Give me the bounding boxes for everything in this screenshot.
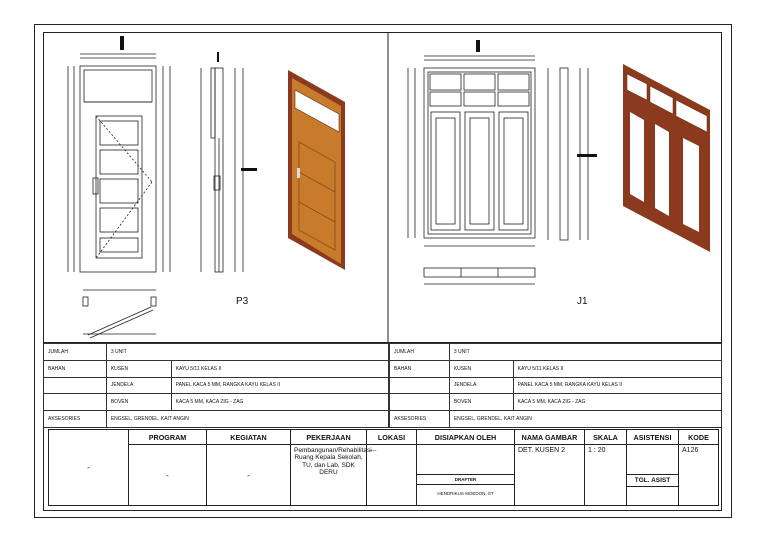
spec-sub-label: BOVEN	[448, 393, 514, 412]
title-block-left-cell: -	[48, 429, 129, 506]
tgl-asist-cell: TGL. ASIST	[626, 474, 679, 506]
sheet-outer-frame	[34, 24, 732, 518]
spec-label: BAHAN	[389, 359, 450, 378]
nama-gambar-value: DET. KUSEN 2	[514, 444, 585, 506]
drawing-label-j1: J1	[577, 296, 588, 307]
spec-label	[43, 376, 107, 395]
drawing-label-p3: P3	[236, 296, 249, 307]
kode-value: A126	[678, 444, 719, 506]
spec-value: KAYU 5/11 KELAS II	[170, 359, 390, 378]
spec-label: AKSESORIES	[43, 410, 107, 428]
program-value: -	[128, 444, 207, 506]
door-handle-icon	[92, 177, 99, 195]
spec-label	[43, 393, 107, 412]
door-p3-elevation	[67, 53, 171, 273]
spec-sub-label: JENDELA	[105, 376, 172, 395]
drawing-area: P3	[67, 32, 710, 342]
window-j1-elevation	[407, 55, 536, 247]
spec-label: BAHAN	[43, 359, 107, 378]
spec-sub-label: BOVEN	[105, 393, 172, 412]
specification-section: JUMLAH 3 UNIT BAHAN KUSEN KAYU 5/11 KELA…	[43, 342, 723, 428]
door-p3-3d	[288, 70, 345, 270]
kegiatan-value: -	[206, 444, 291, 506]
spec-value: PANEL KACA 5 MM, RANGKA KAYU KELAS II	[170, 376, 390, 395]
spec-label	[389, 393, 450, 412]
skala-value: 1 : 20	[584, 444, 627, 506]
window-j1-3d	[623, 64, 710, 252]
drafter-signature-cell	[416, 444, 515, 475]
header-program: PROGRAM	[128, 429, 207, 445]
header-kode: KODE	[678, 429, 719, 445]
door-handle-icon	[213, 175, 221, 191]
header-pekerjaan: PEKERJAAN	[290, 429, 367, 445]
sheet-inner-frame	[43, 32, 722, 511]
spec-label	[389, 376, 450, 395]
drafter-label: DRAFTER	[417, 475, 514, 485]
tgl-asist-label: TGL. ASIST	[627, 475, 678, 487]
lokasi-value: ---	[366, 444, 417, 506]
door-p3-plan	[82, 289, 157, 339]
title-block: - PROGRAM KEGIATAN PEKERJAAN LOKASI DISI…	[48, 429, 719, 506]
spec-label: AKSESORIES	[389, 410, 450, 428]
spec-label: JUMLAH	[43, 343, 107, 361]
window-j1-plan	[423, 267, 536, 285]
section-marker-icon	[120, 36, 124, 50]
spec-value: 3 UNIT	[448, 343, 723, 361]
section-cut-icon	[241, 168, 257, 171]
spec-value: PANEL KACA 5 MM, RANGKA KAYU KELAS II	[512, 376, 723, 395]
pekerjaan-value: Pembangunan/Rehabilitasi Ruang Kepala Se…	[290, 444, 372, 506]
asistensi-signature-cell	[626, 444, 679, 475]
spec-table-left: JUMLAH 3 UNIT BAHAN KUSEN KAYU 5/11 KELA…	[43, 343, 390, 428]
spec-table-right: JUMLAH 3 UNIT BAHAN KUSEN KAYU 5/11 KELA…	[389, 343, 723, 428]
header-disiapkan: DISIAPKAN OLEH	[416, 429, 515, 445]
spec-label: JUMLAH	[389, 343, 450, 361]
section-marker-icon	[476, 40, 480, 52]
spec-value: KACA 5 MM, KACA ZIG - ZAG	[512, 393, 723, 412]
header-lokasi: LOKASI	[366, 429, 417, 445]
section-cut-icon	[577, 154, 597, 157]
drafter-cell: DRAFTER HENDRIKUS MOEDON, ST	[416, 474, 515, 506]
section-cut-icon	[217, 52, 219, 62]
header-asistensi: ASISTENSI	[626, 429, 679, 445]
spec-sub-label: KUSEN	[105, 359, 172, 378]
header-skala: SKALA	[584, 429, 627, 445]
drafter-name: HENDRIKUS MOEDON, ST	[437, 491, 494, 496]
header-nama-gambar: NAMA GAMBAR	[514, 429, 585, 445]
spec-value: ENGSEL, GRENDEL, KAIT ANGIN	[448, 410, 723, 428]
spec-sub-label: JENDELA	[448, 376, 514, 395]
spec-value: KAYU 5/11 KELAS II	[512, 359, 723, 378]
spec-value: KACA 5 MM, KACA ZIG - ZAG	[170, 393, 390, 412]
header-kegiatan: KEGIATAN	[206, 429, 291, 445]
spec-value: ENGSEL, GRENDEL, KAIT ANGIN	[105, 410, 390, 428]
spec-value: 3 UNIT	[105, 343, 390, 361]
spec-sub-label: KUSEN	[448, 359, 514, 378]
door-p3-section	[200, 67, 244, 273]
